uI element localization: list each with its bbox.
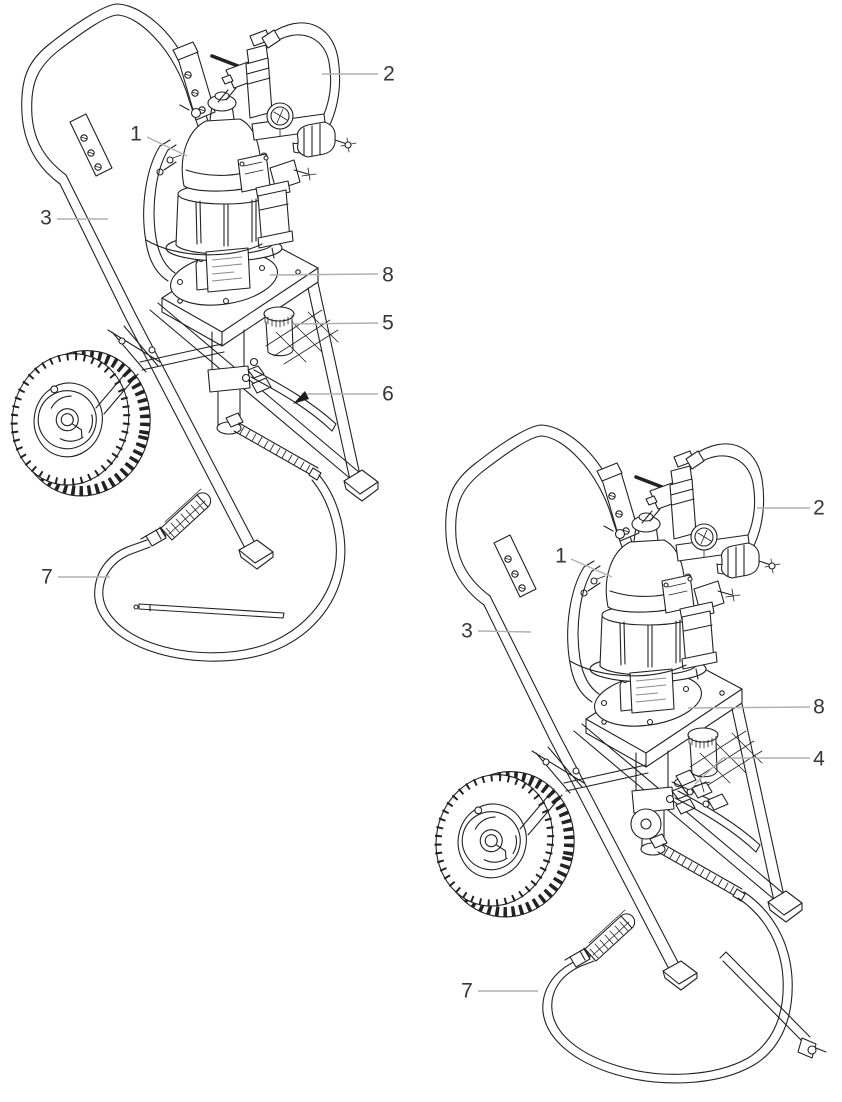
lower-right-hose-and-gun (542, 769, 827, 1084)
arrowhead (293, 391, 309, 404)
callout-label-2: 2 (383, 62, 395, 86)
callout-label-3b: 3 (461, 619, 473, 643)
bleed-valve-cluster (630, 769, 729, 840)
callout-label-1b: 1 (555, 544, 567, 568)
callout-label-3: 3 (40, 206, 52, 230)
callout-label-4b: 4 (813, 747, 825, 771)
callout-label-8: 8 (382, 263, 394, 287)
leader-lines (57, 73, 811, 992)
callout-label-6: 6 (382, 382, 394, 406)
upper-left-hose-and-gun (94, 474, 346, 662)
callout-label-2b: 2 (813, 496, 825, 520)
callout-label-8b: 8 (813, 695, 825, 719)
diagram-upper-left-art (0, 4, 378, 569)
callout-label-1: 1 (130, 122, 142, 146)
suction-tube (719, 951, 827, 1059)
callout-label-7b: 7 (461, 979, 473, 1003)
callout-label-5: 5 (382, 311, 394, 335)
callout-label-7: 7 (41, 565, 53, 589)
